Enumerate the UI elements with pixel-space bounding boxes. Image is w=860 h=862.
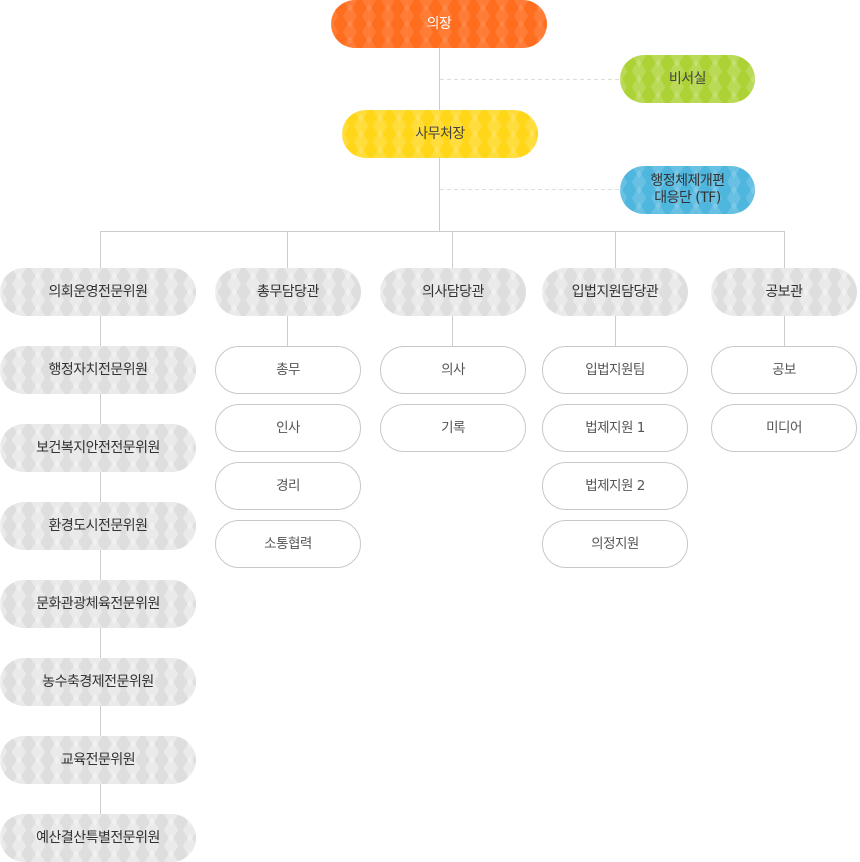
- secretary-office-label: 비서실: [668, 70, 707, 87]
- secretary-general-node[interactable]: 사무처장: [342, 110, 538, 158]
- team-label: 소통협력: [264, 535, 312, 552]
- team-label: 법제지원 2: [585, 477, 645, 494]
- department-node-public-relations[interactable]: 공보관: [711, 268, 857, 316]
- committee-node[interactable]: 문화관광체육전문위원: [0, 580, 196, 628]
- secretary-general-label: 사무처장: [415, 125, 465, 142]
- team-label: 의사: [441, 361, 465, 378]
- team-node[interactable]: 인사: [215, 404, 361, 452]
- team-node[interactable]: 의정지원: [542, 520, 688, 568]
- committee-node[interactable]: 환경도시전문위원: [0, 502, 196, 550]
- team-node[interactable]: 기록: [380, 404, 526, 452]
- department-label: 공보관: [765, 283, 803, 300]
- team-node[interactable]: 경리: [215, 462, 361, 510]
- committee-label: 환경도시전문위원: [48, 517, 148, 534]
- chairman-label: 의장: [426, 15, 452, 32]
- task-force-label-line-1: 행정체제개편: [650, 173, 725, 189]
- team-label: 미디어: [766, 419, 802, 436]
- team-node[interactable]: 미디어: [711, 404, 857, 452]
- department-node-legislative-support[interactable]: 입법지원담당관: [542, 268, 688, 316]
- department-node-general-affairs[interactable]: 총무담당관: [215, 268, 361, 316]
- committee-node[interactable]: 교육전문위원: [0, 736, 196, 784]
- task-force-label-line-2: 대응단 (TF): [654, 190, 721, 206]
- committee-label: 의회운영전문위원: [48, 283, 148, 300]
- committee-label: 문화관광체육전문위원: [36, 595, 160, 612]
- committee-label: 교육전문위원: [60, 751, 136, 768]
- committee-node[interactable]: 보건복지안전전문위원: [0, 424, 196, 472]
- committee-label: 행정자치전문위원: [48, 361, 148, 378]
- committee-label: 보건복지안전전문위원: [36, 439, 160, 456]
- team-label: 인사: [276, 419, 300, 436]
- team-node[interactable]: 법제지원 1: [542, 404, 688, 452]
- task-force-node[interactable]: 행정체제개편 대응단 (TF): [620, 166, 755, 214]
- team-node[interactable]: 법제지원 2: [542, 462, 688, 510]
- department-node-proceedings[interactable]: 의사담당관: [380, 268, 526, 316]
- chairman-node[interactable]: 의장: [331, 0, 547, 48]
- committee-node[interactable]: 예산결산특별전문위원: [0, 814, 196, 862]
- secretary-office-node[interactable]: 비서실: [620, 55, 755, 103]
- team-node[interactable]: 입법지원팀: [542, 346, 688, 394]
- committee-node[interactable]: 농수축경제전문위원: [0, 658, 196, 706]
- department-label: 입법지원담당관: [571, 283, 659, 300]
- team-label: 입법지원팀: [585, 361, 645, 378]
- committee-label: 예산결산특별전문위원: [36, 829, 160, 846]
- team-node[interactable]: 의사: [380, 346, 526, 394]
- committee-node[interactable]: 의회운영전문위원: [0, 268, 196, 316]
- department-label: 총무담당관: [257, 283, 319, 300]
- department-label: 의사담당관: [422, 283, 484, 300]
- team-node[interactable]: 공보: [711, 346, 857, 394]
- team-label: 기록: [441, 419, 465, 436]
- team-node[interactable]: 총무: [215, 346, 361, 394]
- team-node[interactable]: 소통협력: [215, 520, 361, 568]
- committee-label: 농수축경제전문위원: [42, 673, 154, 690]
- team-label: 총무: [276, 361, 300, 378]
- team-label: 의정지원: [591, 535, 639, 552]
- team-label: 공보: [772, 361, 796, 378]
- team-label: 법제지원 1: [585, 419, 645, 436]
- team-label: 경리: [276, 477, 300, 494]
- committee-node[interactable]: 행정자치전문위원: [0, 346, 196, 394]
